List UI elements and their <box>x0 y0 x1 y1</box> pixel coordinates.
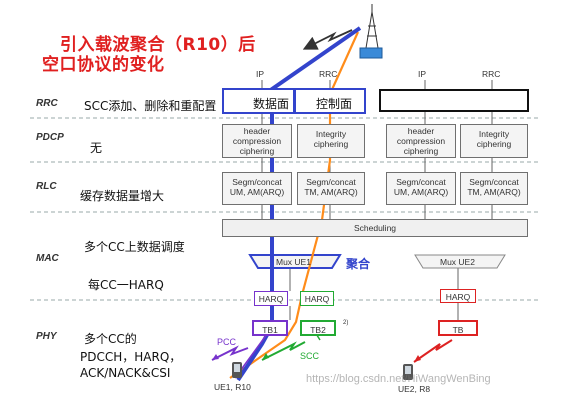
layer-label-pdcp: PDCP <box>36 132 64 143</box>
mux-ue1-label: Mux UE1 <box>276 257 311 267</box>
cell-tower-icon <box>359 4 383 59</box>
layer-label-mac: MAC <box>36 253 59 264</box>
ue1-tb2: TB2 <box>300 320 336 336</box>
ue1-rrc-label: RRC <box>319 69 338 79</box>
rlc-description: 缓存数据量增大 <box>80 189 165 203</box>
rrc-description: SCC添加、删除和重配置 <box>84 99 217 113</box>
ue1-ip-label: IP <box>256 69 265 79</box>
pcc-signal-arrow <box>211 345 249 361</box>
data-plane-path <box>236 26 362 382</box>
layer-label-rlc: RLC <box>36 181 57 192</box>
mux-ue2-label: Mux UE2 <box>440 257 475 267</box>
ue1-harq-pcc: HARQ <box>254 291 288 306</box>
ue1-tb1: TB1 <box>252 320 288 336</box>
aggregation-label: 聚合 <box>346 257 371 271</box>
watermark: https://blog.csdn.net/HiWangWenBing <box>306 373 491 385</box>
scc-signal-arrow <box>261 341 306 361</box>
ue2-rrc-box <box>379 89 529 112</box>
pdcp-description: 无 <box>90 141 103 155</box>
scheduling-bar: Scheduling <box>222 219 528 237</box>
mac-description-harq: 每CC一HARQ <box>88 278 164 292</box>
ue1-label: UE1, R10 <box>214 382 251 392</box>
layer-label-phy: PHY <box>36 331 57 342</box>
scc-label: SCC <box>300 351 320 361</box>
layer-label-rrc: RRC <box>36 98 58 109</box>
slide-title-line1: 引入载波聚合（R10）后 <box>60 35 256 55</box>
ue2-harq: HARQ <box>440 289 476 303</box>
mux-ue2-shape <box>414 254 506 269</box>
tower-signal-arrow <box>302 29 353 50</box>
ue2-tb: TB <box>438 320 478 336</box>
control-plane-label: 控制面 <box>316 97 353 111</box>
tb-footnote: 2) <box>343 320 349 326</box>
phy-description-3: ACK/NACK&CSI <box>80 366 171 380</box>
slide-title-line2: 空口协议的变化 <box>42 55 165 75</box>
phone-icon <box>232 362 242 378</box>
data-plane-label: 数据面 <box>253 97 290 111</box>
ue2-rrc-label: RRC <box>482 69 501 79</box>
ue2-connectors <box>424 80 493 320</box>
ue1-harq-scc: HARQ <box>300 291 334 306</box>
phy-description-1: 多个CC的 <box>84 332 137 346</box>
control-plane-path <box>229 31 360 379</box>
mac-description-scheduling: 多个CC上数据调度 <box>84 240 185 254</box>
ue2-ip-label: IP <box>418 69 427 79</box>
ue1-plane-divider <box>293 88 296 114</box>
phy-description-2: PDCCH，HARQ， <box>80 350 182 364</box>
pcc-label: PCC <box>217 337 237 347</box>
ue2-signal-arrow <box>413 339 453 363</box>
phone-icon <box>403 364 413 380</box>
ue2-label: UE2, R8 <box>398 384 431 394</box>
